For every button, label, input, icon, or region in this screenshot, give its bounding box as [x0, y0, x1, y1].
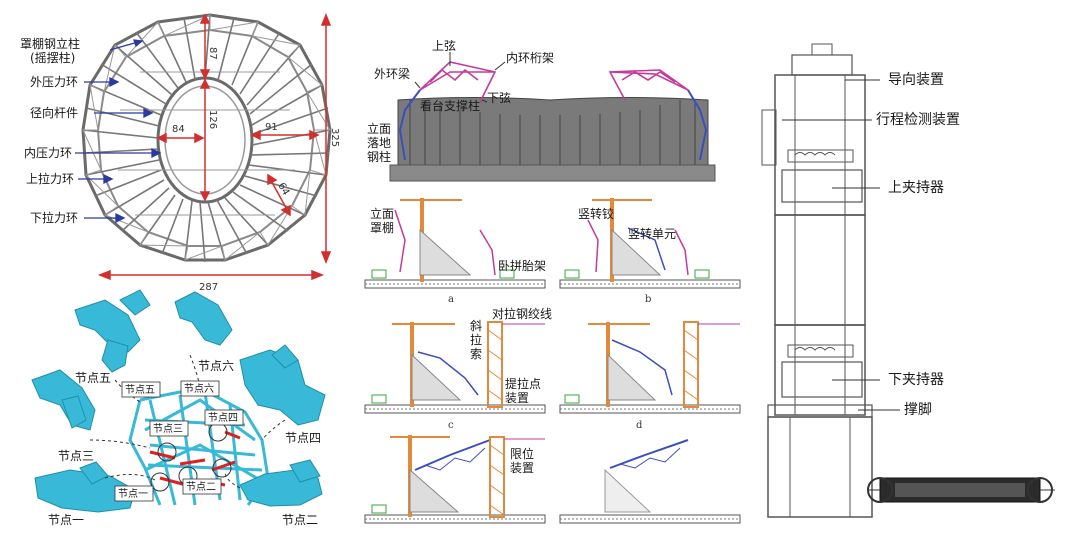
- boxed-node-four: 节点四: [208, 412, 238, 424]
- step-c: [364, 321, 546, 414]
- boxed-node-two: 节点二: [186, 481, 216, 493]
- label-support-leg: 撑脚: [904, 402, 932, 418]
- truss-right: [608, 69, 689, 101]
- roof-plan-panel: 87 126 84 91 64 287 325 罩棚钢立柱 (摇摆柱) 外压力环…: [20, 12, 340, 293]
- step-b: [559, 198, 741, 289]
- label-radial-member: 径向杆件: [30, 105, 78, 120]
- dim-84: 84: [172, 124, 185, 135]
- machine-leaders: [782, 79, 900, 411]
- dim-width: 287: [199, 282, 218, 293]
- label-node-five: 节点五: [75, 371, 111, 385]
- step-a: [364, 198, 546, 289]
- label-c-strand: 对拉钢绞线: [492, 306, 552, 321]
- step-f: [559, 439, 741, 524]
- label-lower-tension-ring: 下拉力环: [30, 210, 78, 225]
- letter-b: b: [645, 294, 651, 305]
- radial-members: [82, 14, 331, 263]
- label-c-lift-1: 提拉点: [505, 376, 541, 391]
- dim-87: 87: [207, 47, 218, 60]
- truss-left: [419, 61, 497, 103]
- label-a-facade: 立面: [370, 206, 394, 221]
- node-part-six: [174, 291, 233, 346]
- boxed-node-six: 节点六: [184, 383, 214, 395]
- dim-64: 64: [275, 181, 291, 198]
- label-stand-support: 看台支撑柱: [420, 98, 480, 113]
- boxed-node-one: 节点一: [118, 488, 148, 500]
- label-guide-device: 导向装置: [888, 72, 944, 88]
- node-part-five: [74, 289, 151, 373]
- node-circles: [150, 422, 232, 492]
- label-c-lift-2: 装置: [505, 391, 529, 405]
- label-node-four: 节点四: [285, 431, 321, 445]
- label-inner-compression-ring: 内压力环: [24, 146, 72, 160]
- stadium-columns: [409, 100, 696, 165]
- dimension-lines: [97, 12, 332, 281]
- upper-gripper: [781, 169, 863, 203]
- node-part-three: [31, 369, 96, 431]
- label-inner-truss: 内环桁架: [506, 51, 554, 65]
- outer-ring-inner: [96, 28, 316, 247]
- label-lower-gripper: 下夹持器: [888, 372, 944, 388]
- climbing-machine-panel: 导向装置 行程检测装置 上夹持器 下夹持器 撑脚: [761, 43, 1055, 518]
- label-facade-3: 钢柱: [367, 149, 391, 164]
- facade-columns: [398, 89, 708, 161]
- label-a-jig: 卧拼胎架: [498, 259, 546, 273]
- label-canopy-column: 罩棚钢立柱: [20, 36, 80, 51]
- step-e: [364, 435, 546, 524]
- dim-91: 91: [265, 122, 278, 133]
- boxed-node-five: 节点五: [125, 384, 155, 396]
- stadium-base: [389, 164, 716, 182]
- nodes-panel: 节点五 节点六 节点三 节点四 节点一 节点二 节点五 节点六 节点四 节点三 …: [31, 289, 326, 527]
- letter-a: a: [448, 294, 454, 305]
- stadium-section-panel: 上弦 内环桁架 外环梁 看台支撑柱 下弦 立面 落地 钢柱: [367, 38, 716, 182]
- label-e-limit-1: 限位: [510, 446, 534, 461]
- label-bottom-chord: 下弦: [487, 90, 511, 105]
- label-a-canopy: 罩棚: [370, 220, 394, 235]
- label-outer-beam: 外环梁: [374, 66, 410, 81]
- guide-top: [791, 54, 853, 76]
- label-c-cable-2: 拉: [470, 332, 482, 347]
- label-canopy-column-note: (摇摆柱): [30, 50, 75, 65]
- section-arrows: [414, 52, 506, 103]
- label-top-chord: 上弦: [432, 38, 456, 53]
- boxed-node-three: 节点三: [153, 423, 183, 435]
- label-b-unit: 竖转单元: [628, 226, 676, 241]
- dim-height: 325: [329, 128, 340, 147]
- letter-c: c: [448, 420, 454, 431]
- label-b-hinge: 竖转铰: [578, 206, 614, 221]
- node-part-four: [239, 344, 326, 426]
- step-d: [559, 321, 741, 414]
- node-part-two: [239, 459, 323, 507]
- label-node-three: 节点三: [58, 449, 94, 463]
- label-node-six: 节点六: [198, 359, 234, 373]
- label-c-cable-1: 斜: [470, 319, 482, 333]
- construction-steps-panel: 立面 罩棚 卧拼胎架 a 竖转铰 竖转单元 b: [364, 198, 741, 524]
- label-upper-tension-ring: 上拉力环: [26, 171, 74, 186]
- label-upper-gripper: 上夹持器: [888, 180, 944, 196]
- label-e-limit-2: 装置: [510, 461, 534, 475]
- label-node-one: 节点一: [48, 513, 84, 527]
- dim-126: 126: [207, 110, 218, 129]
- label-stroke-detect: 行程检测装置: [876, 112, 960, 128]
- roof-arrows: [75, 39, 162, 224]
- node-label-boxes: [114, 380, 244, 502]
- label-facade-2: 落地: [367, 136, 391, 150]
- label-c-cable-3: 索: [470, 347, 482, 361]
- letter-d: d: [636, 420, 643, 431]
- node-part-one: [34, 461, 136, 513]
- label-facade-1: 立面: [367, 121, 391, 136]
- label-node-two: 节点二: [282, 513, 318, 527]
- stadium-body: [397, 97, 709, 166]
- label-outer-compression-ring: 外压力环: [30, 75, 78, 89]
